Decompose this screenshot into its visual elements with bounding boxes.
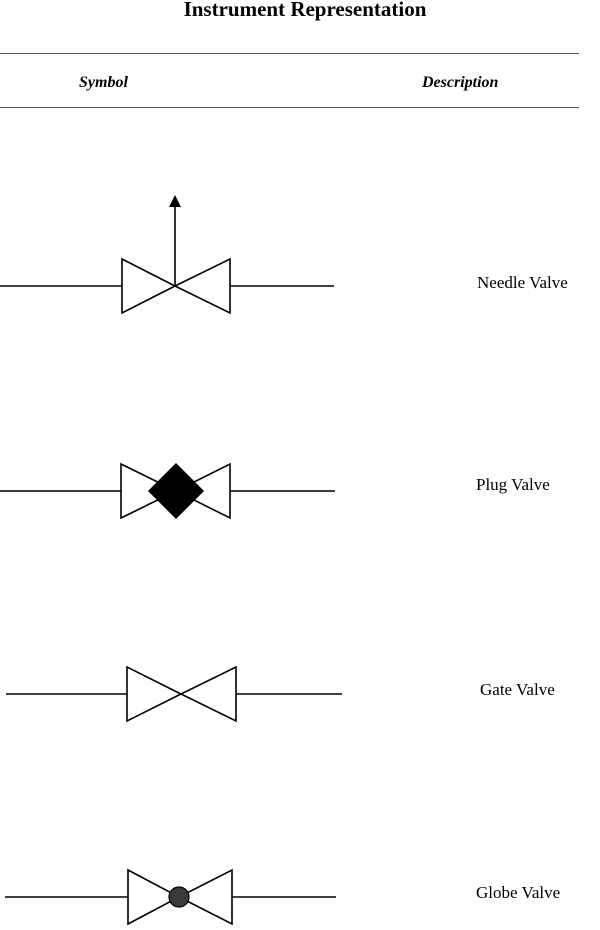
needle-valve-label: Needle Valve	[477, 273, 568, 292]
header-top-rule	[0, 53, 579, 54]
header-bottom-rule	[0, 107, 579, 108]
needle-valve-icon	[0, 195, 334, 315]
plug-valve-icon	[0, 462, 335, 520]
symbol-column-header: Symbol	[79, 74, 128, 91]
gate-valve-label: Gate Valve	[480, 680, 555, 699]
page-title: Instrument Representation	[183, 0, 427, 21]
description-column-header: Description	[422, 74, 499, 91]
plug-valve-label: Plug Valve	[476, 475, 550, 494]
gate-valve-icon	[6, 665, 342, 723]
globe-valve-label: Globe Valve	[476, 883, 561, 902]
globe-valve-icon	[5, 868, 336, 926]
